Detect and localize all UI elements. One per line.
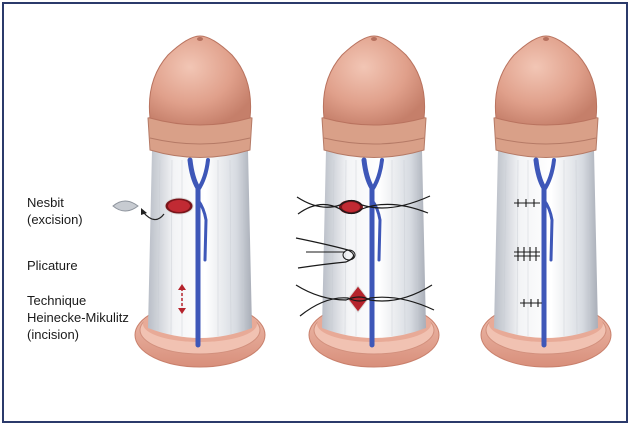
technique-label-line1: Technique: [27, 292, 129, 309]
technique-label-line3: (incision): [27, 326, 129, 343]
nesbit-label-line1: Nesbit: [27, 194, 83, 211]
nesbit-label-line2: (excision): [27, 211, 83, 228]
technique-label: Technique Heinecke-Mikulitz (incision): [27, 292, 129, 343]
plicature-label: Plicature: [27, 257, 78, 274]
technique-label-line2: Heinecke-Mikulitz: [27, 309, 129, 326]
nesbit-label: Nesbit (excision): [27, 194, 83, 228]
